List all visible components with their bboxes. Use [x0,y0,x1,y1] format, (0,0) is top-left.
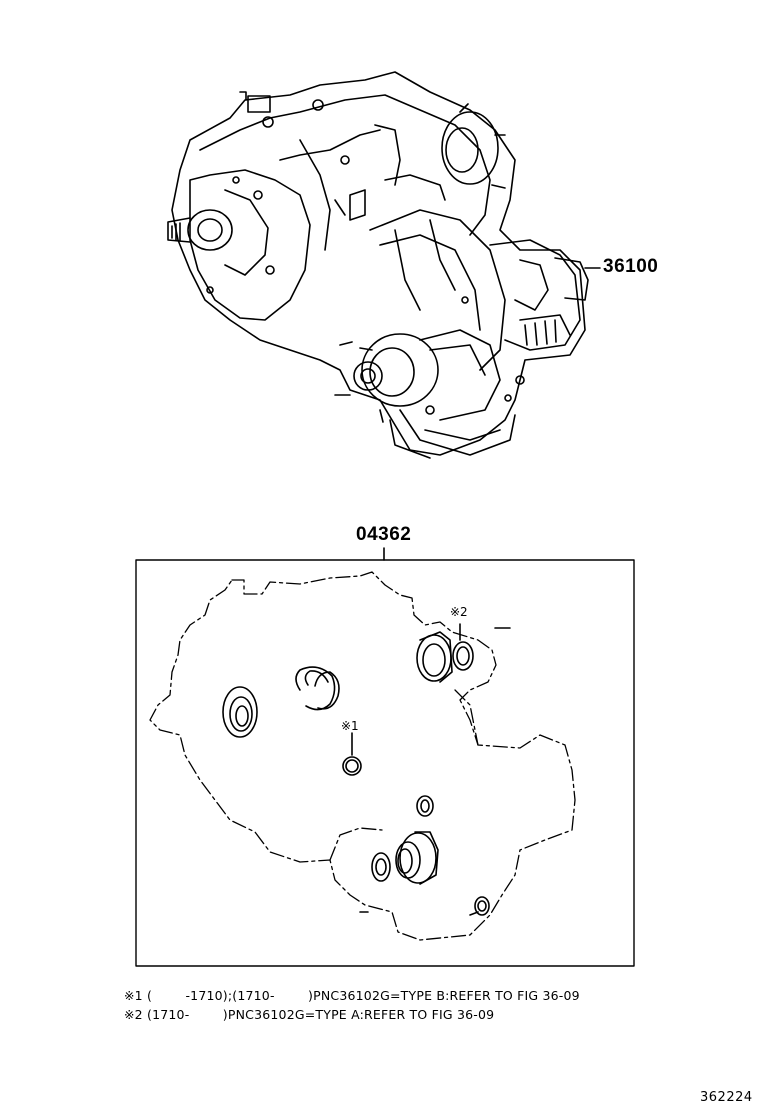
small-seal-bottom [474,896,490,916]
gasket-illustration [149,571,576,941]
small-seal-middle [416,795,434,817]
gasket-kit-frame [135,559,635,967]
transfer-case-illustration [167,71,589,459]
seal-upper-right [416,631,453,683]
marker-1: ※1 [341,719,359,733]
note-1: ※1 ( -1710);(1710- )PNC36102G=TYPE B:REF… [124,988,580,1003]
part-number-36100[interactable]: 36100 [603,256,659,277]
marker-2: ※2 [450,605,468,619]
seal-2 [452,623,474,671]
figure-id: 362224 [700,1090,753,1105]
part-number-04362[interactable]: 04362 [356,524,412,545]
o-ring-1 [342,732,362,776]
studs [359,627,511,916]
seal-lower-large [395,831,439,885]
snap-rings [295,666,340,711]
seal-left [222,686,258,738]
note-2: ※2 (1710- )PNC36102G=TYPE A:REFER TO FIG… [124,1007,495,1022]
seal-lower-left [371,852,391,882]
